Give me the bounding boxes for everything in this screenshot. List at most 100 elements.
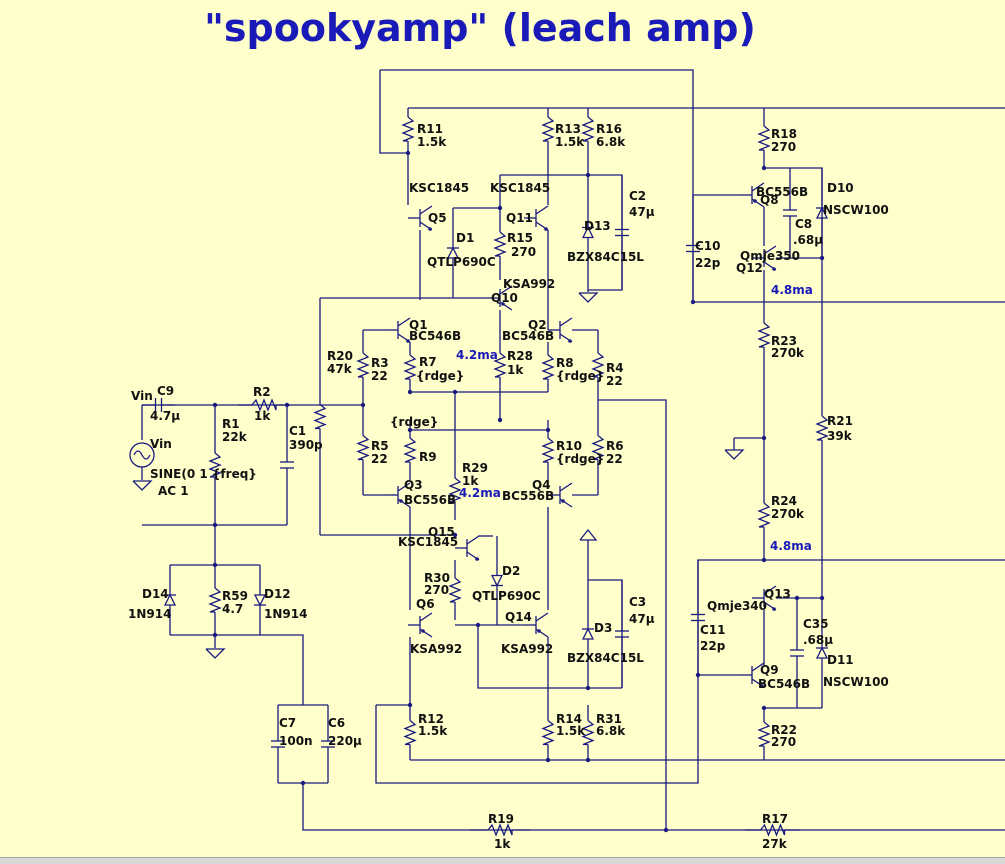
junction-dot [761, 165, 767, 171]
resistor-r11 [401, 116, 415, 142]
transistor-q12 [772, 267, 776, 271]
label-r30v: 270 [424, 583, 449, 597]
label-c7v: 100n [279, 734, 313, 748]
label-r14: R14 [556, 712, 582, 726]
label-c1v: 390p [289, 438, 323, 452]
junction-dot [212, 522, 218, 528]
label-r11v: 1.5k [417, 135, 447, 149]
junction-dot [407, 702, 413, 708]
junction-dot [545, 427, 551, 433]
label-r19: R19 [488, 812, 514, 826]
transistor-q10 [499, 285, 513, 295]
junction-dot [695, 672, 701, 678]
junction-dot [497, 417, 503, 423]
label-q6: Q6 [416, 597, 435, 611]
zener-diode-d13 [581, 226, 595, 239]
resistor-r15 [493, 231, 507, 257]
transistor-q10 [501, 302, 505, 306]
junction-dot [452, 532, 458, 538]
transistor-q13 [763, 585, 777, 595]
label-r22: R22 [771, 723, 797, 737]
supply-arrow-symbol [579, 528, 598, 541]
junction-dot [475, 622, 481, 628]
label-c9v: 4.7µ [150, 409, 180, 423]
label-d3v: BZX84C15L [567, 651, 644, 665]
junction-dot [585, 757, 591, 763]
junction-dot [585, 685, 591, 691]
label-r30: R30 [424, 571, 450, 585]
label-r15: R15 [507, 231, 533, 245]
label-r8v: {rdge} [556, 369, 604, 383]
junction-dot [761, 705, 767, 711]
junction-dot [212, 402, 218, 408]
junction-dot [761, 435, 767, 441]
label-q3: Q3 [404, 478, 423, 492]
label-vin_src: Vin [150, 437, 172, 451]
resistor-r7 [403, 354, 417, 380]
label-r24v: 270k [771, 507, 805, 521]
label-d12v: 1N914 [264, 607, 307, 621]
label-d10: D10 [827, 181, 854, 195]
transistor-q14 [535, 612, 549, 622]
resistor-r10 [541, 437, 555, 463]
transistor-q1 [397, 317, 411, 327]
window-bottom-edge [0, 857, 1005, 864]
label-q12: Q12 [736, 261, 763, 275]
transistor-q15 [475, 557, 479, 561]
resistor-r4 [591, 352, 605, 378]
label-r9v: {rdge} [390, 415, 438, 429]
label-d11v: NSCW100 [823, 675, 889, 689]
resistor-r5 [356, 434, 370, 461]
label-r23v: 270k [771, 346, 805, 360]
junction-dot [360, 402, 366, 408]
label-r2v: 1k [254, 409, 271, 423]
label-r31v: 6.8k [596, 724, 626, 738]
label-vin_net: Vin [131, 389, 153, 403]
led-d1 [446, 246, 460, 259]
label-r17v: 27k [762, 837, 788, 851]
label-r14v: 1.5k [556, 724, 586, 738]
label-r2: R2 [253, 385, 271, 399]
resistor-r13 [541, 116, 555, 142]
transistor-q1 [406, 339, 410, 343]
wires [141, 69, 1005, 833]
label-q1v: BC546B [409, 329, 461, 343]
label-r24: R24 [771, 494, 797, 508]
resistor-r3 [356, 352, 370, 378]
label-vin_sine: SINE(0 1 {freq} [150, 467, 257, 481]
resistor-r24 [757, 502, 771, 528]
label-c6: C6 [328, 716, 345, 730]
label-q10: Q10 [491, 291, 518, 305]
label-r17: R17 [762, 812, 788, 826]
transistor-q15 [466, 535, 480, 545]
wire [587, 540, 623, 688]
label-c11v: 22p [700, 639, 726, 653]
label-q14t: KSA992 [501, 642, 553, 656]
label-q1: Q1 [409, 318, 428, 332]
resistor-r31 [581, 719, 595, 746]
label-c11: C11 [700, 623, 726, 637]
resistor-r9 [403, 437, 417, 463]
resistor-r17 [759, 823, 786, 837]
resistor-r18 [757, 125, 771, 151]
junction-dot [585, 172, 591, 178]
label-r5v: 22 [371, 452, 388, 466]
resistor-r20 [313, 403, 327, 430]
label-d14v: 1N914 [128, 607, 171, 621]
label-c8v: .68µ [793, 233, 823, 247]
junction-dot [212, 632, 218, 638]
label-q15: Q15 [428, 525, 455, 539]
transistor-q6 [421, 629, 425, 633]
label-r29: R29 [462, 461, 488, 475]
transistor-q6 [419, 612, 433, 622]
label-r15v: 270 [511, 245, 536, 259]
label-q9: Q9 [760, 663, 779, 677]
label-r22v: 270 [771, 735, 796, 749]
transistor-q12 [763, 245, 777, 255]
transistor-q2 [568, 339, 572, 343]
label-q8t: BC556B [756, 185, 808, 199]
junction-dot [284, 402, 290, 408]
label-r3v: 22 [371, 369, 388, 383]
label-q11t: KSC1845 [490, 181, 550, 195]
transistor-q8 [751, 182, 765, 192]
